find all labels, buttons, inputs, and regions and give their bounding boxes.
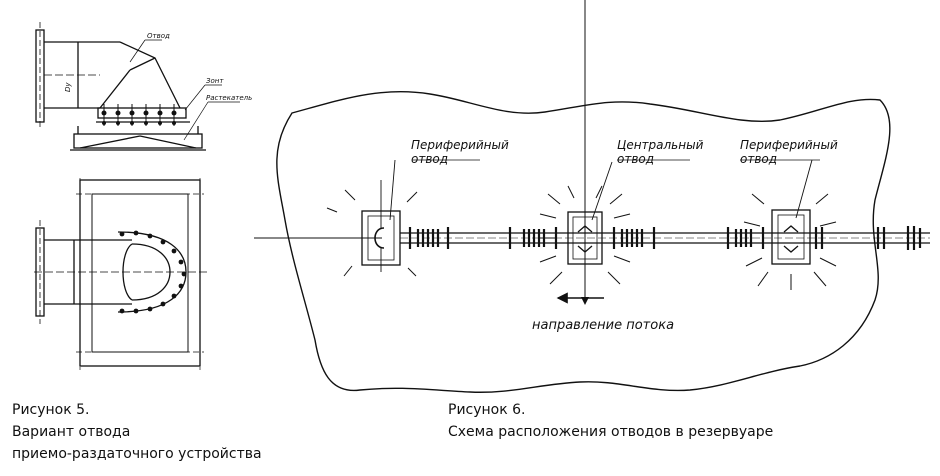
pipe-flanges xyxy=(408,226,922,250)
rays-left xyxy=(326,189,418,277)
fig5-caption-line3: приемо-раздаточного устройства xyxy=(12,446,262,462)
fig5-elevation xyxy=(35,22,240,151)
fig6-caption-line1: Рисунок 6. xyxy=(448,402,526,418)
fig5-caption-line1: Рисунок 5. xyxy=(12,402,90,418)
label-leaders xyxy=(389,159,813,221)
tank-outline xyxy=(276,91,891,393)
rays-central xyxy=(538,185,631,290)
fig6-caption-line2: Схема расположения отводов в резервуаре xyxy=(448,424,774,440)
branch-central xyxy=(567,211,603,265)
label-rastekatel: Растекатель xyxy=(206,94,252,102)
branch-left-peripheral xyxy=(361,180,401,272)
fig5-caption-line2: Вариант отвода xyxy=(12,424,131,440)
label-peripheral-left: Периферийный отвод xyxy=(411,138,509,166)
rays-right xyxy=(743,193,837,290)
fig5-plan-bolts xyxy=(119,230,187,314)
label-peripheral-right: Периферийный отвод xyxy=(740,138,838,166)
label-central: Центральный отвод xyxy=(617,138,704,166)
label-dn: Dу xyxy=(64,82,72,92)
label-zont: Зонт xyxy=(206,77,224,85)
label-otvod: Отвод xyxy=(147,32,170,40)
branch-right-peripheral xyxy=(771,209,811,265)
main-pipe xyxy=(400,232,930,244)
fig5-plan xyxy=(34,178,210,370)
label-flow-direction: направление потока xyxy=(532,318,675,333)
